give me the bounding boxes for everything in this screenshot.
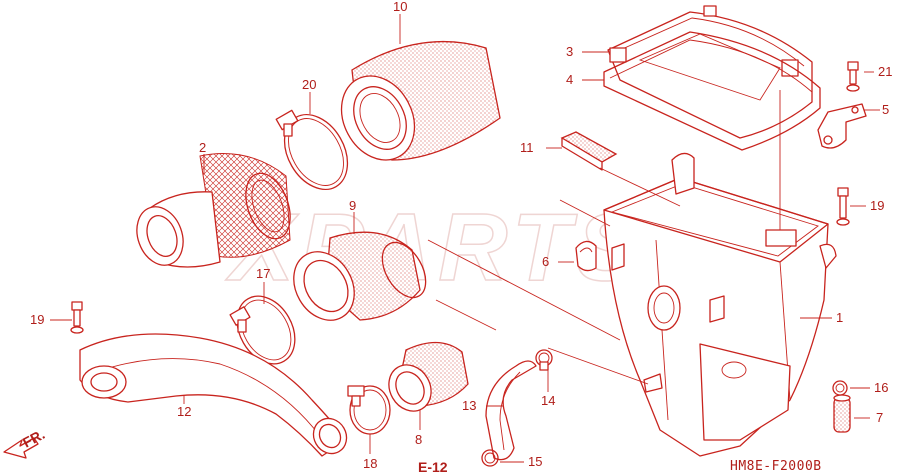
- callout-12: 12: [177, 404, 191, 419]
- part-12-intake-duct: [79, 333, 348, 457]
- part-2-connecting-tube: [136, 153, 291, 268]
- callout-2: 2: [199, 140, 206, 155]
- callout-20: 20: [302, 77, 316, 92]
- callout-21: 21: [878, 64, 892, 79]
- callout-1: 1: [836, 310, 843, 325]
- callout-4: 4: [566, 72, 573, 87]
- part-7-drain-tube: [833, 394, 851, 433]
- part-17-band-clamp: [229, 295, 296, 365]
- leader-lines: [50, 14, 880, 463]
- callout-labels: 10 20 2 9 17 19 12 8 18 13 14 15 3 4 11 …: [30, 0, 892, 471]
- callout-11: 11: [520, 140, 534, 155]
- part-19-bolt-left: [70, 301, 84, 334]
- callout-17: 17: [256, 266, 270, 281]
- callout-18: 18: [363, 456, 377, 471]
- callout-7: 7: [876, 410, 883, 425]
- part-14-tube-clip: [535, 349, 553, 371]
- reference-e12[interactable]: E-12: [418, 459, 448, 474]
- part-18-band-clamp: [347, 385, 391, 435]
- callout-5: 5: [882, 102, 889, 117]
- part-11-sponge: [560, 131, 618, 171]
- part-10-filter-element: [340, 40, 501, 161]
- callout-8: 8: [415, 432, 422, 447]
- callout-6: 6: [542, 254, 549, 269]
- part-16-clip: [832, 380, 848, 396]
- callout-3: 3: [566, 44, 573, 59]
- part-6-clip: [575, 240, 597, 272]
- part-13-breather-tube: [485, 360, 537, 461]
- callout-10: 10: [393, 0, 407, 14]
- part-19-bolt-right: [836, 187, 850, 226]
- part-20-band-clamp: [275, 109, 349, 191]
- part-1-air-cleaner-case: [603, 152, 837, 457]
- callout-13: 13: [462, 398, 476, 413]
- part-8-air-boot: [388, 341, 469, 412]
- callout-19-right: 19: [870, 198, 884, 213]
- callout-9: 9: [349, 198, 356, 213]
- part-21-bolt: [846, 61, 860, 92]
- callout-16: 16: [874, 380, 888, 395]
- diagram-code: HM8E-F2000B: [730, 459, 822, 474]
- part-5-bracket: [817, 103, 867, 149]
- front-direction-arrow: [3, 437, 39, 459]
- part-15-tube-clip: [481, 449, 499, 467]
- callout-15: 15: [528, 454, 542, 469]
- part-9-intake-boot: [293, 231, 427, 321]
- part-3-housing-cover: [607, 5, 813, 139]
- callout-14: 14: [541, 393, 555, 408]
- callout-19-left: 19: [30, 312, 44, 327]
- part-4-cover-seal: [603, 31, 821, 151]
